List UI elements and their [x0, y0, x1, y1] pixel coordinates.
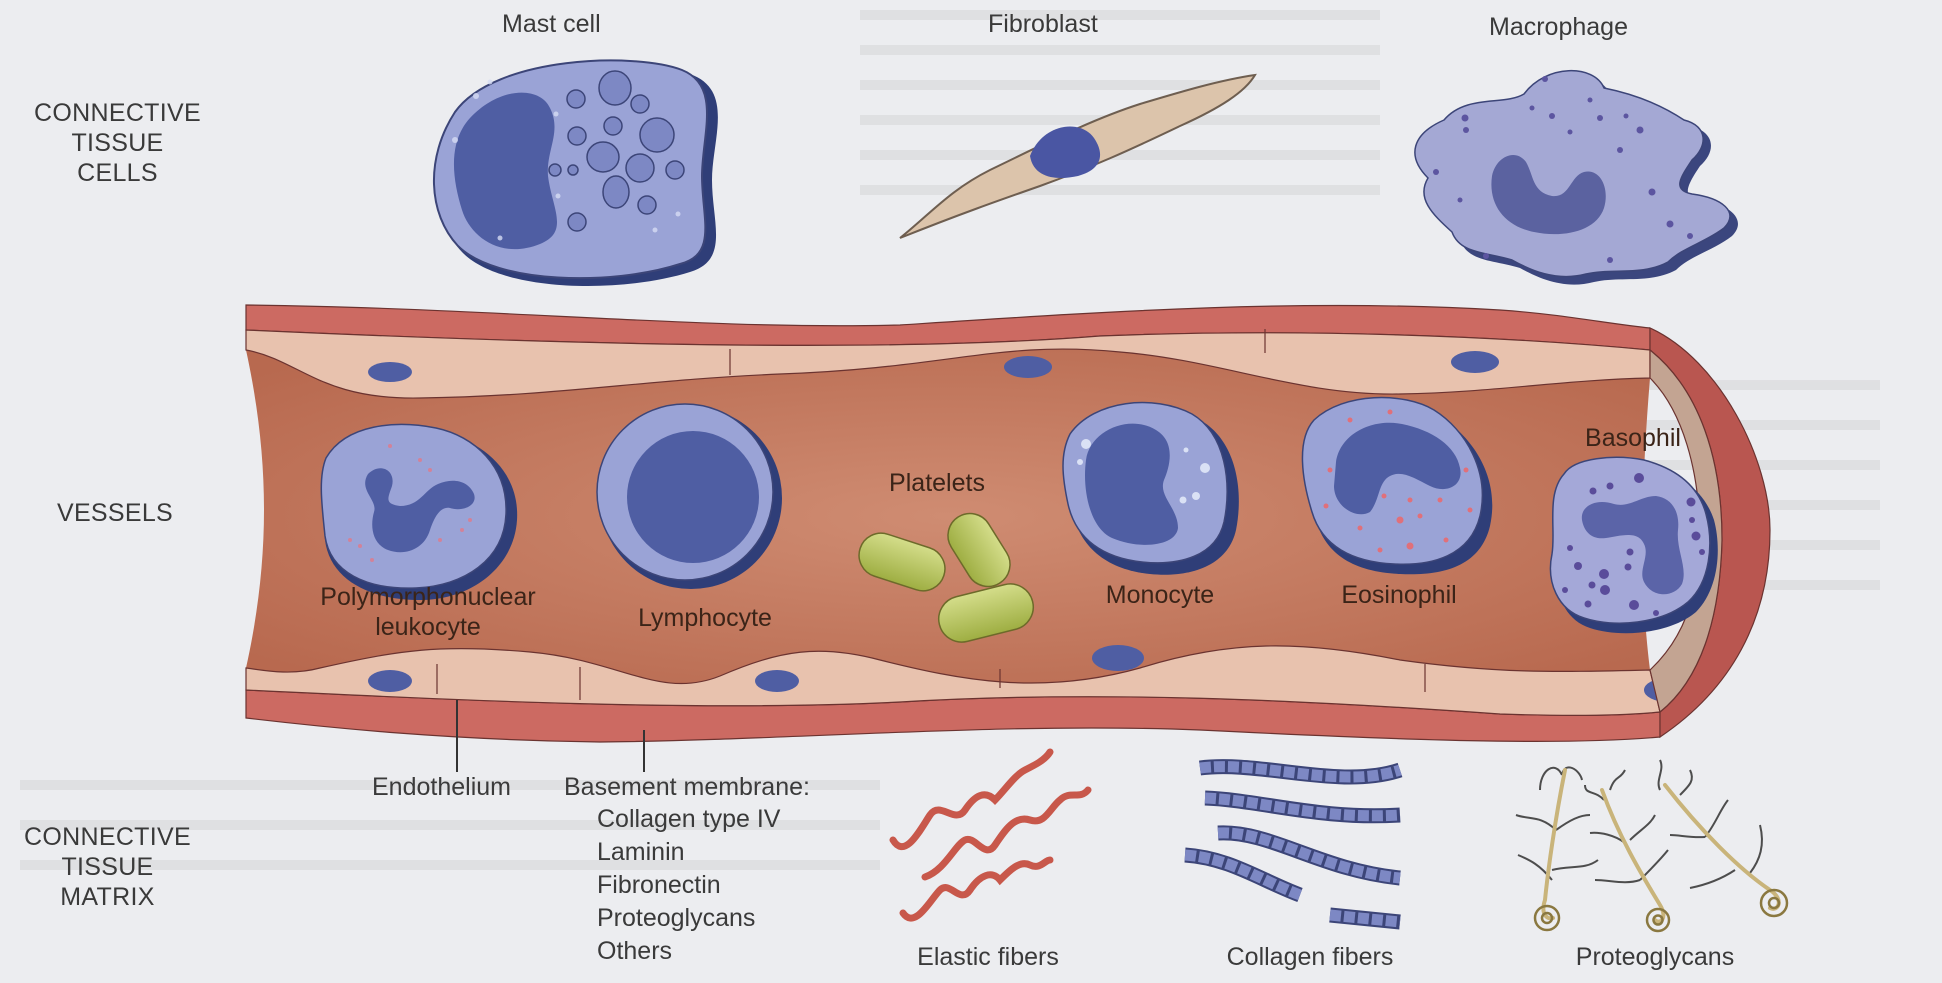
label-lymphocyte: Lymphocyte	[638, 604, 772, 632]
label-basophil: Basophil	[1585, 424, 1681, 452]
label-proteoglycans: Proteoglycans	[1575, 943, 1735, 971]
component-item: Laminin	[597, 838, 685, 866]
vessel-cut-end-inner	[1649, 348, 1723, 714]
vessel-lumen	[246, 349, 1650, 684]
fibroblast	[899, 73, 1257, 239]
mast-cell	[432, 59, 718, 286]
label-basement-membrane: Basement membrane:	[564, 773, 810, 801]
platelet	[947, 512, 1011, 588]
label-macrophage: Macrophage	[1489, 13, 1628, 41]
proteoglycan-core	[1600, 788, 1666, 924]
elastic-fibers	[889, 748, 1092, 922]
eosinophil	[1301, 396, 1493, 575]
macrophage-nucleus	[1491, 154, 1606, 235]
label-eosinophil: Eosinophil	[1341, 581, 1457, 609]
section-label-vessels: VESSELS	[56, 499, 174, 527]
proteoglycan-core	[1541, 768, 1567, 921]
macrophage-granules	[1433, 76, 1693, 263]
elastic-fiber	[889, 748, 1054, 851]
platelet	[937, 583, 1035, 643]
basophil-nucleus	[1581, 496, 1684, 595]
basement-membrane-components: Collagen type IV Laminin Fibronectin Pro…	[597, 803, 780, 968]
endothelium-bottom	[245, 645, 1661, 716]
collagen-fibers	[1184, 759, 1403, 930]
mast-cell-granules	[548, 70, 685, 232]
fibroblast-nucleus	[1030, 126, 1101, 178]
label-polymorphonuclear-leukocyte: Polymorphonuclear leukocyte	[320, 583, 536, 641]
macrophage-body	[1414, 69, 1731, 278]
basement-membrane-leader-line	[643, 730, 645, 772]
blood-vessel	[245, 304, 1771, 743]
label-monocyte: Monocyte	[1105, 581, 1215, 609]
lymphocyte-nucleus	[627, 431, 759, 563]
proteoglycan-coil	[1645, 907, 1671, 933]
label-elastic-fibers: Elastic fibers	[917, 943, 1059, 971]
monocyte-nucleus	[1085, 423, 1178, 545]
eosinophil-nucleus	[1334, 422, 1461, 515]
label-fibroblast: Fibroblast	[988, 10, 1098, 38]
proteoglycan-coil	[1759, 888, 1789, 918]
section-label-connective-tissue-cells: CONNECTIVE TISSUE CELLS	[34, 99, 201, 187]
label-collagen-fibers: Collagen fibers	[1226, 943, 1394, 971]
component-item: Fibronectin	[597, 871, 721, 899]
endothelium-leader-line	[456, 700, 458, 772]
lymphocyte	[596, 403, 782, 589]
proteoglycans	[1515, 759, 1789, 933]
component-item: Others	[597, 937, 673, 965]
component-item: Collagen type IV	[597, 805, 781, 833]
label-endothelium: Endothelium	[372, 773, 511, 801]
section-label-connective-tissue-matrix: CONNECTIVE TISSUE MATRIX	[24, 823, 191, 911]
label-mast-cell: Mast cell	[502, 10, 601, 38]
platelet	[858, 532, 946, 592]
macrophage	[1414, 69, 1738, 285]
proteoglycan-coil	[1533, 904, 1561, 932]
elastic-fiber	[899, 856, 1054, 922]
elastic-fiber	[921, 786, 1092, 881]
mast-cell-nucleus	[453, 92, 558, 250]
monocyte	[1062, 401, 1239, 575]
endothelium-top	[245, 329, 1651, 399]
label-platelets: Platelets	[889, 469, 985, 497]
polymorphonuclear-leukocyte	[320, 423, 518, 600]
basophil	[1549, 456, 1718, 634]
component-item: Proteoglycans	[597, 904, 756, 932]
platelets	[858, 512, 1035, 643]
pmn-nucleus	[365, 468, 475, 553]
